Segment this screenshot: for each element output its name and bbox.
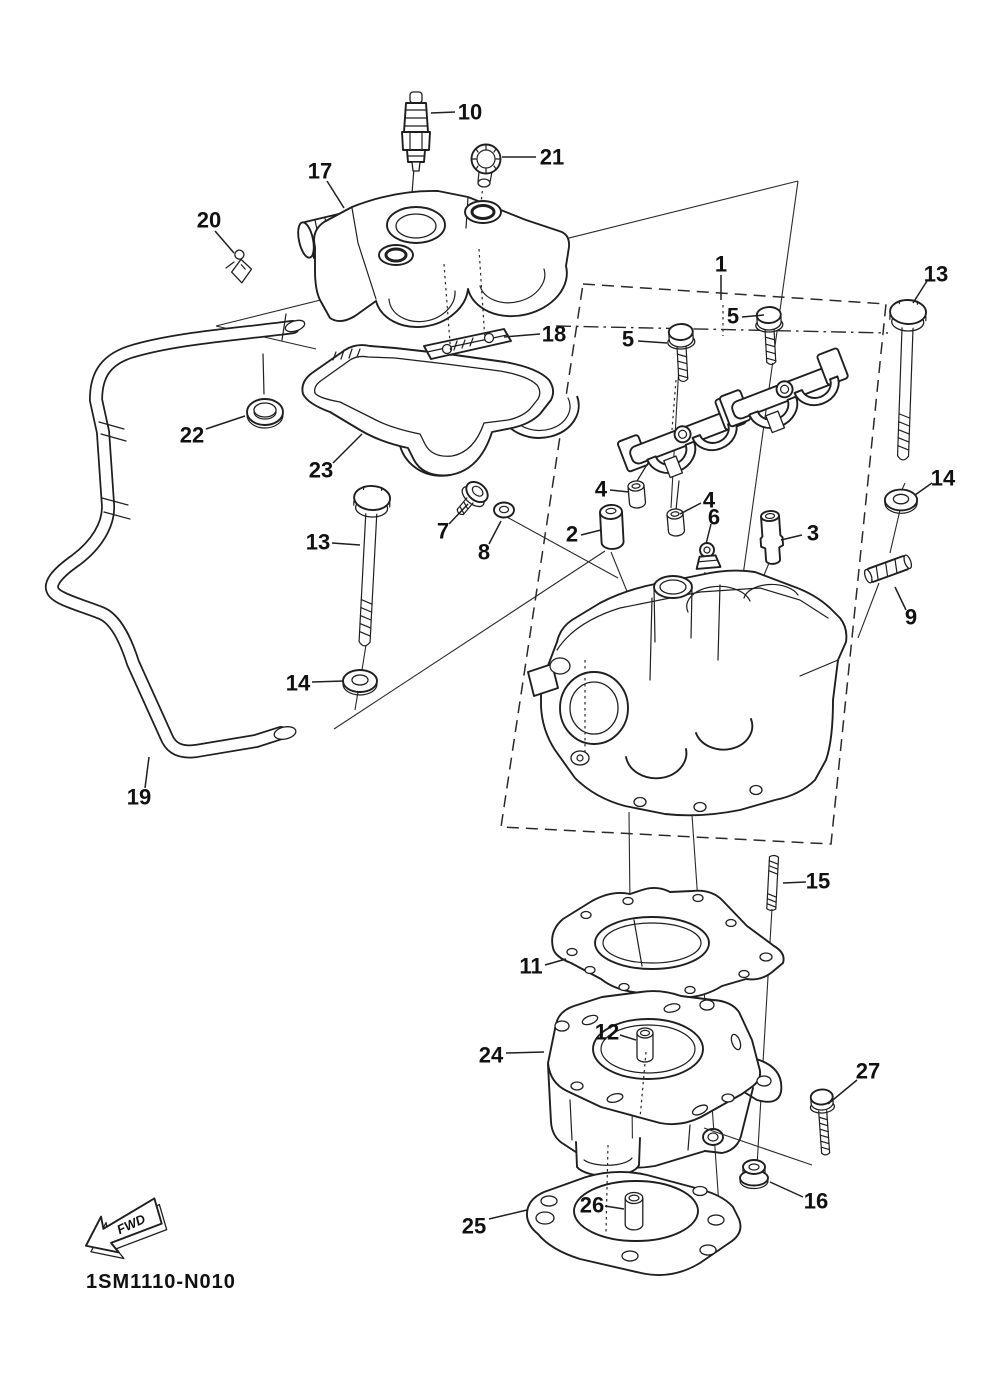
callout-5a-leader [638,341,667,343]
callout-22: 22 [180,423,204,448]
callout-5a: 5 [622,327,634,352]
callout-8: 8 [478,540,490,565]
callout-12: 12 [595,1020,619,1045]
bolt-7 [449,477,492,522]
callout-20: 20 [197,208,221,233]
cylinder-head-cover-17 [295,191,569,327]
callout-24-leader [506,1052,544,1053]
valve-lifter-2 [600,504,624,549]
dowel-26 [624,1191,644,1231]
callout-27-leader [828,1080,857,1104]
callout-24: 24 [479,1043,504,1068]
callout-14a: 14 [286,671,311,696]
callout-19-leader [145,757,149,788]
callout-22-leader [206,416,245,429]
overlay-lines [444,249,812,1232]
callout-1: 1 [715,252,727,277]
callout-11-leader [545,959,566,965]
callout-26: 26 [580,1193,604,1218]
callout-4a-leader [610,490,629,492]
callout-17-leader [327,181,344,208]
head-bolt-13-right [883,298,928,462]
head-cover-gasket-23 [302,345,578,476]
drawing-number: 1SM1110-N010 [86,1271,236,1293]
callout-4a: 4 [595,477,608,502]
callout-14b: 14 [931,466,956,491]
callout-13a-leader [332,543,360,545]
washer-14-right [883,488,919,515]
spark-plug-10 [402,92,430,171]
head-bolt-13-left [345,484,392,648]
callout-2: 2 [566,522,578,547]
callout-10: 10 [458,100,482,125]
fwd-direction-arrow: FWD [77,1193,173,1270]
callout-27: 27 [856,1059,880,1084]
callout-7-leader [449,504,468,524]
callout-18-leader [504,334,540,337]
grommet-washer-22 [247,399,283,428]
callout-9: 9 [905,605,917,630]
cam-cap-plate-18 [424,329,511,359]
callout-15: 15 [806,869,830,894]
head-gasket-11 [552,888,783,997]
callout-13b: 13 [924,262,948,287]
callout-23: 23 [309,458,333,483]
callout-16: 16 [804,1189,828,1214]
assembly-1-dashed-box [501,284,886,844]
callout-5b-leader [742,315,764,317]
callout-17: 17 [308,159,332,184]
cylinder-24 [548,991,781,1176]
valve-seal-6 [694,542,720,569]
callout-26-leader [605,1206,624,1209]
callout-4b-leader [680,503,701,514]
washer-8 [494,503,514,518]
callout-18: 18 [542,322,566,347]
stud-bolt-15 [767,855,779,910]
callout-19: 19 [127,785,151,810]
callout-11: 11 [519,954,542,979]
callout-25: 25 [462,1214,486,1239]
rocker-arm-assembly-2 [716,346,859,447]
callout-20-leader [215,231,234,253]
callout-13b-leader [913,281,927,303]
callout-14a-leader [312,681,344,682]
clip-20 [227,249,256,284]
rocker-bolt-5a [665,322,698,384]
callout-6-leader [706,524,711,544]
callout-7: 7 [437,519,449,544]
flange-nut-16 [740,1160,768,1189]
callout-6: 6 [708,505,720,530]
callout-13a: 13 [306,530,330,555]
dowel-12 [636,1027,654,1063]
callout-12-leader [620,1035,636,1040]
callout-25-leader [489,1210,527,1219]
callout-16-leader [770,1182,803,1197]
callout-21: 21 [540,145,564,170]
callout-23-leader [333,434,362,463]
breather-hose-19 [52,314,306,751]
valve-guide-3 [759,510,785,564]
dowel-pin-9 [863,554,913,584]
cylinder-head-1 [528,571,846,816]
valve-pad-4a [626,479,647,510]
cover-bolt-21 [472,145,501,188]
callout-10-leader [431,112,455,113]
callout-4b: 4 [703,488,716,513]
callout-14b-leader [915,483,932,495]
callout-5b: 5 [727,304,739,329]
callout-2-leader [581,530,601,535]
callout-9-leader [895,587,906,610]
callout-15-leader [783,882,806,883]
callout-8-leader [489,521,501,544]
callout-3-leader [781,535,802,540]
callout-3: 3 [807,521,819,546]
washer-14-left [342,669,378,696]
